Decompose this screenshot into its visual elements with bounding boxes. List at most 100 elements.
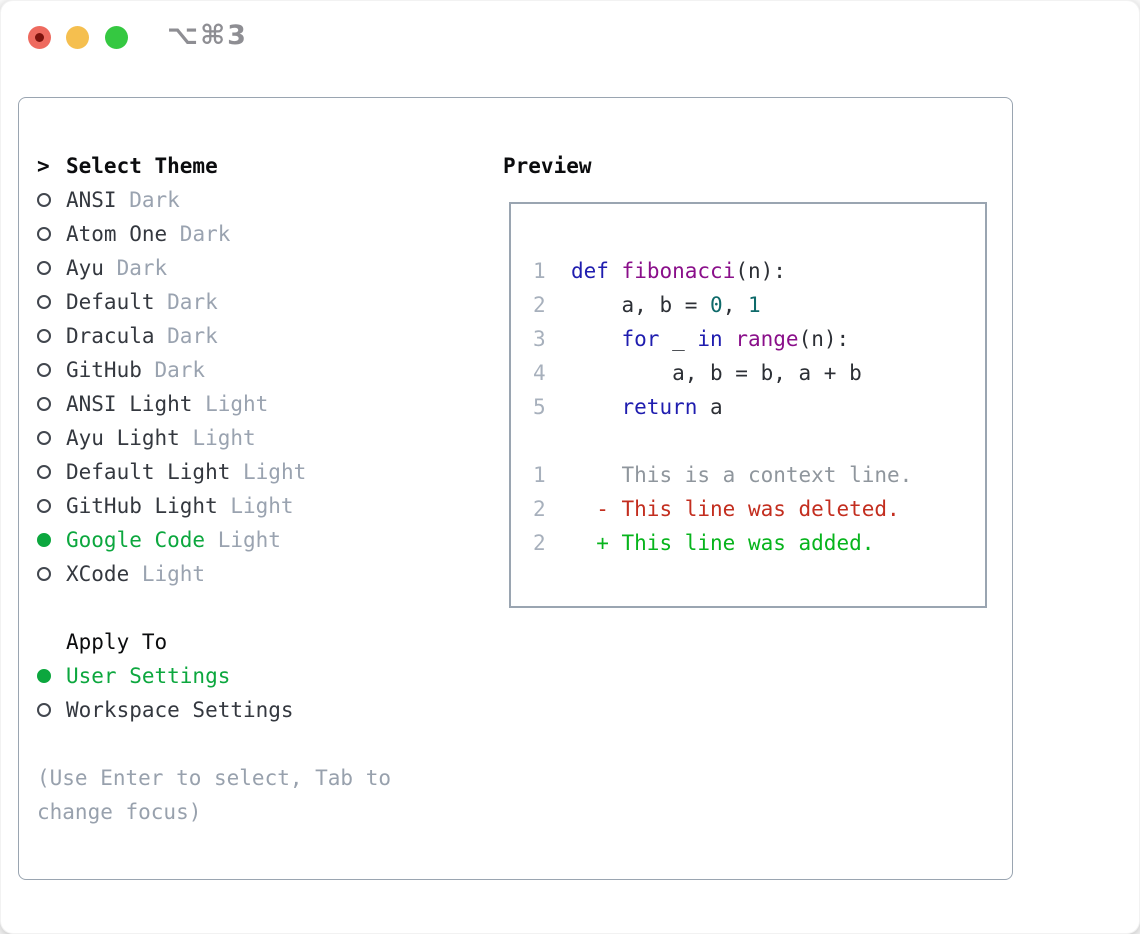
line-number: 4 [533,361,546,385]
code-token: , [722,293,748,317]
apply-to-option[interactable]: Workspace Settings [37,693,473,727]
code-token: - This line was deleted. [545,497,900,521]
select-theme-title: Select Theme [66,154,218,178]
line-number: 2 [533,531,546,555]
code-token: in [697,327,723,351]
theme-option[interactable]: Ayu Dark [37,251,473,285]
theme-name: ANSI Light [66,392,193,416]
radio-unselected-icon[interactable] [37,363,51,377]
theme-option[interactable]: Dracula Dark [37,319,473,353]
preview-line [533,424,985,458]
theme-option[interactable]: GitHub Dark [37,353,473,387]
theme-variant: Light [217,494,294,518]
apply-to-label: Workspace Settings [66,698,294,722]
theme-option[interactable]: Atom One Dark [37,217,473,251]
theme-variant: Light [129,562,206,586]
window-title: ⌥⌘3 [167,20,248,51]
apply-to-header: Apply To [37,625,473,659]
code-token: _ [659,327,698,351]
theme-option[interactable]: Ayu Light Light [37,421,473,455]
theme-option[interactable]: Default Light Light [37,455,473,489]
code-token: a [697,395,723,419]
code-token [546,395,622,419]
code-token: a, b = b, a + b [545,361,862,385]
code-token [723,327,736,351]
close-button-icon[interactable] [28,26,51,49]
radio-selected-icon[interactable] [37,669,51,683]
theme-name: ANSI [66,188,117,212]
line-number: 1 [533,259,546,283]
theme-option[interactable]: GitHub Light Light [37,489,473,523]
radio-unselected-icon[interactable] [37,261,51,275]
code-token [546,259,571,283]
code-token: 0 [710,293,723,317]
preview-line: 3 for _ in range(n): [533,322,985,356]
apply-to-label: User Settings [66,664,231,688]
minimize-button-icon[interactable] [66,26,89,49]
code-token: (n): [735,259,786,283]
theme-variant: Dark [154,290,218,314]
code-token: a, b = [545,293,711,317]
theme-option[interactable]: XCode Light [37,557,473,591]
theme-variant: Dark [167,222,231,246]
code-token: This is a context line. [545,463,913,487]
theme-name: GitHub Light [66,494,218,518]
theme-variant: Light [179,426,256,450]
preview-line: 1 def fibonacci(n): [533,254,985,288]
cursor-caret-icon: > [37,154,50,178]
theme-variant: Dark [141,358,206,382]
radio-unselected-icon[interactable] [37,703,51,717]
titlebar: ⌥⌘3 [0,0,1140,72]
radio-unselected-icon[interactable] [37,227,51,241]
spacer [37,727,473,761]
radio-unselected-icon[interactable] [37,329,51,343]
line-number: 1 [533,463,546,487]
theme-option[interactable]: Google Code Light [37,523,473,557]
theme-name: Ayu Light [66,426,180,450]
theme-option[interactable]: ANSI Dark [37,183,473,217]
select-theme-header: > Select Theme [37,149,473,183]
preview-line: 4 a, b = b, a + b [533,356,985,390]
line-number: 3 [533,327,546,351]
apply-to-title: Apply To [66,630,168,654]
radio-unselected-icon[interactable] [37,465,51,479]
theme-option[interactable]: ANSI Light Light [37,387,473,421]
preview-line: 2 a, b = 0, 1 [533,288,985,322]
theme-variant: Light [230,460,307,484]
preview-line: 2 + This line was added. [533,526,985,560]
keyboard-hint: (Use Enter to select, Tab to change focu… [37,766,392,824]
line-number: 2 [533,497,546,521]
preview-line: 1 This is a context line. [533,458,985,492]
radio-unselected-icon[interactable] [37,397,51,411]
radio-unselected-icon[interactable] [37,295,51,309]
radio-unselected-icon[interactable] [37,499,51,513]
line-number: 5 [533,395,546,419]
preview-line: 5 return a [533,390,985,424]
code-token: + This line was added. [545,531,875,555]
code-token: return [621,395,698,419]
theme-variant: Dark [154,324,218,348]
theme-variant: Light [205,528,281,552]
radio-unselected-icon[interactable] [37,567,51,581]
theme-name: XCode [66,562,130,586]
theme-variant: Dark [116,188,180,212]
theme-name: Default Light [66,460,231,484]
theme-variant: Light [192,392,269,416]
apply-to-option[interactable]: User Settings [37,659,473,693]
theme-name: Atom One [66,222,168,246]
theme-name: Dracula [66,324,155,348]
theme-option[interactable]: Default Dark [37,285,473,319]
theme-name: Ayu [66,256,104,280]
line-number: 2 [533,293,546,317]
radio-selected-icon[interactable] [37,533,51,547]
code-token [609,259,622,283]
radio-unselected-icon[interactable] [37,431,51,445]
spacer [37,591,473,625]
radio-unselected-icon[interactable] [37,193,51,207]
zoom-button-icon[interactable] [105,26,128,49]
